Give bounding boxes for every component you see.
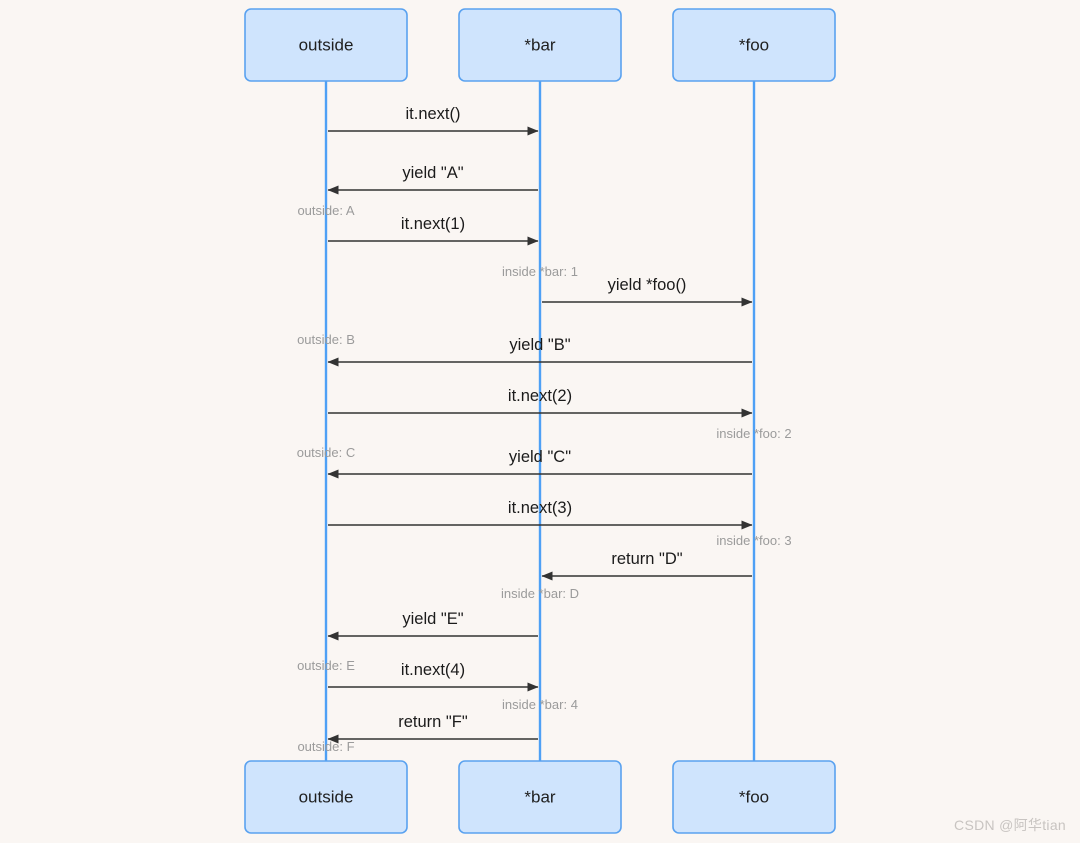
messages-layer: it.next() yield "A" it.next(1) yield *foo()…: [327, 105, 753, 744]
message-label: yield "B": [509, 336, 570, 354]
csdn-watermark: CSDN @阿华tian: [954, 817, 1066, 833]
message-10: it.next(4): [328, 661, 539, 692]
actor-rect: [672, 8, 836, 82]
message-8: return "D": [541, 550, 752, 581]
message-label: yield "E": [402, 610, 463, 628]
actor-rect: [672, 760, 836, 834]
actor-box-bottom-foo[interactable]: *foo: [672, 760, 836, 834]
actor-label: outside: [299, 35, 354, 54]
message-2: it.next(1): [328, 215, 539, 246]
message-label: it.next(4): [401, 661, 465, 679]
message-label: it.next(2): [508, 387, 572, 405]
message-11: return "F": [327, 713, 538, 744]
actor-label: *bar: [524, 787, 556, 806]
note-label-foo: inside *foo: 3: [716, 533, 791, 548]
note-label-outside: outside: B: [297, 332, 355, 347]
note-label-outside: outside: C: [297, 445, 356, 460]
message-label: yield "A": [402, 164, 463, 182]
actor-rect: [458, 760, 622, 834]
note-label-outside: outside: F: [297, 739, 354, 754]
actor-box-bottom-bar[interactable]: *bar: [458, 760, 622, 834]
actors-bottom-layer: outside *bar *foo: [244, 760, 836, 834]
actor-label: *foo: [739, 787, 769, 806]
actor-box-top-bar[interactable]: *bar: [458, 8, 622, 82]
message-4: yield "B": [327, 336, 752, 367]
message-0: it.next(): [328, 105, 539, 136]
actor-rect: [458, 8, 622, 82]
actor-label: *foo: [739, 35, 769, 54]
notes-layer: outside: A inside *bar: 1 outside: B inside…: [297, 203, 792, 754]
message-label: return "D": [611, 550, 682, 568]
message-1: yield "A": [327, 164, 538, 195]
message-label: yield *foo(): [608, 276, 687, 294]
note-label-outside: outside: E: [297, 658, 355, 673]
actor-rect: [244, 8, 408, 82]
message-label: return "F": [398, 713, 468, 731]
message-6: yield "C": [327, 448, 752, 479]
message-label: it.next(1): [401, 215, 465, 233]
actor-rect: [244, 760, 408, 834]
actor-box-top-outside[interactable]: outside: [244, 8, 408, 82]
actor-label: outside: [299, 787, 354, 806]
note-label-bar: inside *bar: 4: [502, 697, 578, 712]
actor-box-top-foo[interactable]: *foo: [672, 8, 836, 82]
note-label-bar: inside *bar: D: [501, 586, 579, 601]
message-7: it.next(3): [328, 499, 753, 530]
message-label: it.next(3): [508, 499, 572, 517]
message-9: yield "E": [327, 610, 538, 641]
message-label: it.next(): [405, 105, 460, 123]
message-3: yield *foo(): [542, 276, 753, 307]
note-label-bar: inside *bar: 1: [502, 264, 578, 279]
message-5: it.next(2): [328, 387, 753, 418]
actor-label: *bar: [524, 35, 556, 54]
actors-top-layer: outside *bar *foo: [244, 8, 836, 82]
message-label: yield "C": [509, 448, 571, 466]
note-label-foo: inside *foo: 2: [716, 426, 791, 441]
note-label-outside: outside: A: [297, 203, 354, 218]
actor-box-bottom-outside[interactable]: outside: [244, 760, 408, 834]
lifelines-layer: [324, 81, 756, 761]
